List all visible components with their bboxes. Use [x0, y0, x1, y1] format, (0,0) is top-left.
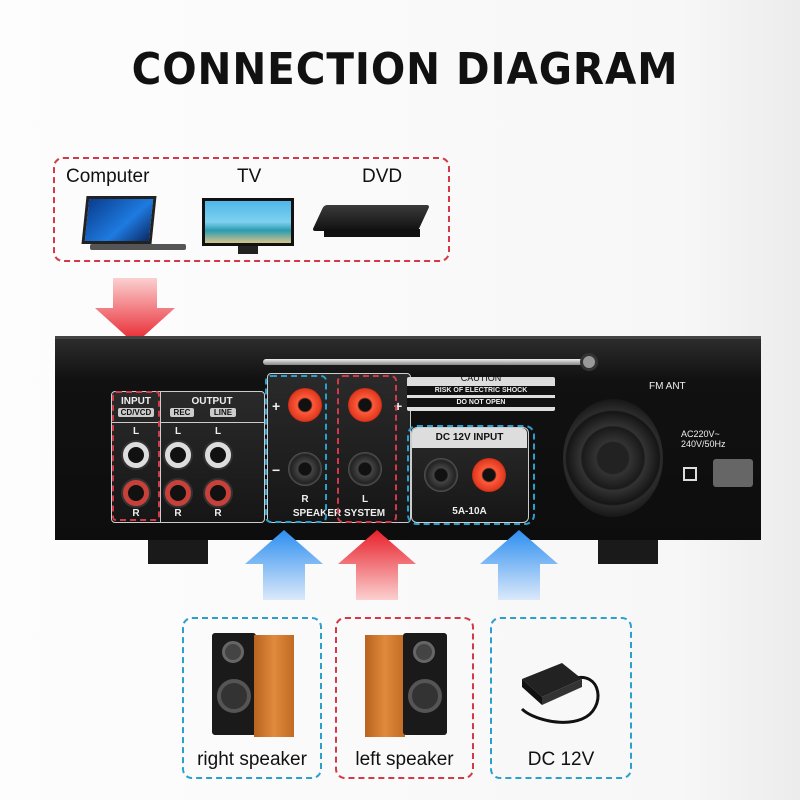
r-label: R	[174, 508, 182, 519]
speaker-r-plus-terminal[interactable]	[288, 388, 322, 422]
page-title: CONNECTION DIAGRAM	[131, 44, 679, 95]
tv-icon	[202, 198, 294, 256]
speaker-system-label: SPEAKER SYSTEM	[292, 508, 386, 519]
l-label: L	[174, 426, 182, 437]
tv-label: TV	[237, 166, 262, 187]
dc-plus-terminal[interactable]	[472, 458, 506, 492]
amplifier-foot	[148, 540, 208, 564]
dc-adapter-box: DC 12V	[490, 617, 632, 779]
r-label: R	[132, 508, 140, 519]
arrow-up-icon	[480, 530, 558, 600]
speaker-icon	[212, 633, 294, 737]
l-label: L	[214, 426, 222, 437]
dvd-player-icon	[311, 205, 431, 241]
cooling-fan-grille	[563, 399, 663, 517]
dvd-label: DVD	[362, 166, 403, 187]
speaker-r-minus-terminal[interactable]	[288, 452, 322, 486]
amplifier-foot	[598, 540, 658, 564]
line-label: LINE	[210, 408, 236, 417]
ac-power-label: AC220V~240V/50Hz	[681, 429, 726, 449]
output-label: OUTPUT	[191, 396, 233, 407]
rec-l-jack[interactable]	[165, 442, 191, 468]
left-speaker-label: left speaker	[355, 749, 454, 770]
input-output-panel: INPUT CD/VCD OUTPUT REC LINE L L L R R R	[111, 391, 265, 523]
cd-vcd-label: CD/VCD	[118, 408, 154, 417]
left-speaker-highlight	[337, 375, 397, 523]
speaker-system-panel: + + − R L SPEAKER SYSTEM	[267, 373, 411, 523]
rec-r-jack[interactable]	[165, 480, 191, 506]
computer-label: Computer	[66, 166, 150, 187]
rec-label: REC	[170, 408, 194, 417]
l-label: L	[361, 494, 369, 505]
right-speaker-highlight	[265, 375, 327, 523]
laptop-icon	[78, 196, 186, 254]
input-highlight	[112, 391, 160, 521]
ac-line2: 240V/50Hz	[681, 439, 726, 449]
amplifier-back-panel: INPUT CD/VCD OUTPUT REC LINE L L L R R R…	[55, 336, 761, 540]
arrow-up-icon	[245, 530, 323, 600]
l-label: L	[132, 426, 140, 437]
ac-line1: AC220V~	[681, 429, 720, 439]
line-r-jack[interactable]	[205, 480, 231, 506]
input-l-jack[interactable]	[123, 442, 149, 468]
input-label: INPUT	[121, 396, 151, 407]
dc-input-panel: DC 12V INPUT 5A-10A	[411, 427, 529, 523]
dc-12v-label: DC 12V	[527, 749, 595, 770]
arrow-up-icon	[338, 530, 416, 600]
r-label: R	[214, 508, 222, 519]
arrow-down-icon	[95, 278, 175, 344]
minus-label: −	[272, 462, 281, 478]
fm-antenna	[263, 359, 593, 365]
dc-range-label: 5A-10A	[452, 506, 487, 517]
plus-label: +	[272, 398, 281, 414]
input-r-jack[interactable]	[123, 480, 149, 506]
power-adapter-icon	[520, 663, 600, 724]
power-cord-plug	[713, 459, 753, 487]
line-l-jack[interactable]	[205, 442, 231, 468]
plus-label: +	[394, 398, 403, 414]
speaker-l-plus-terminal[interactable]	[348, 388, 382, 422]
fm-ant-label: FM ANT	[649, 381, 686, 392]
source-devices-box	[53, 157, 450, 262]
left-speaker-box: left speaker	[335, 617, 474, 779]
dc-input-highlight	[407, 425, 535, 525]
speaker-l-minus-terminal[interactable]	[348, 452, 382, 486]
caution-line1: RISK OF ELECTRIC SHOCK	[407, 386, 555, 395]
double-insulation-icon	[683, 467, 697, 481]
dc-input-label: DC 12V INPUT	[412, 428, 527, 448]
caution-line2: DO NOT OPEN	[407, 398, 555, 407]
right-speaker-box: right speaker	[182, 617, 322, 779]
caution-label: CAUTION RISK OF ELECTRIC SHOCK DO NOT OP…	[407, 373, 555, 411]
caution-title: CAUTION	[460, 373, 502, 383]
r-label: R	[301, 494, 309, 505]
speaker-icon	[365, 633, 447, 737]
right-speaker-label: right speaker	[197, 749, 307, 770]
dc-minus-terminal[interactable]	[424, 458, 458, 492]
